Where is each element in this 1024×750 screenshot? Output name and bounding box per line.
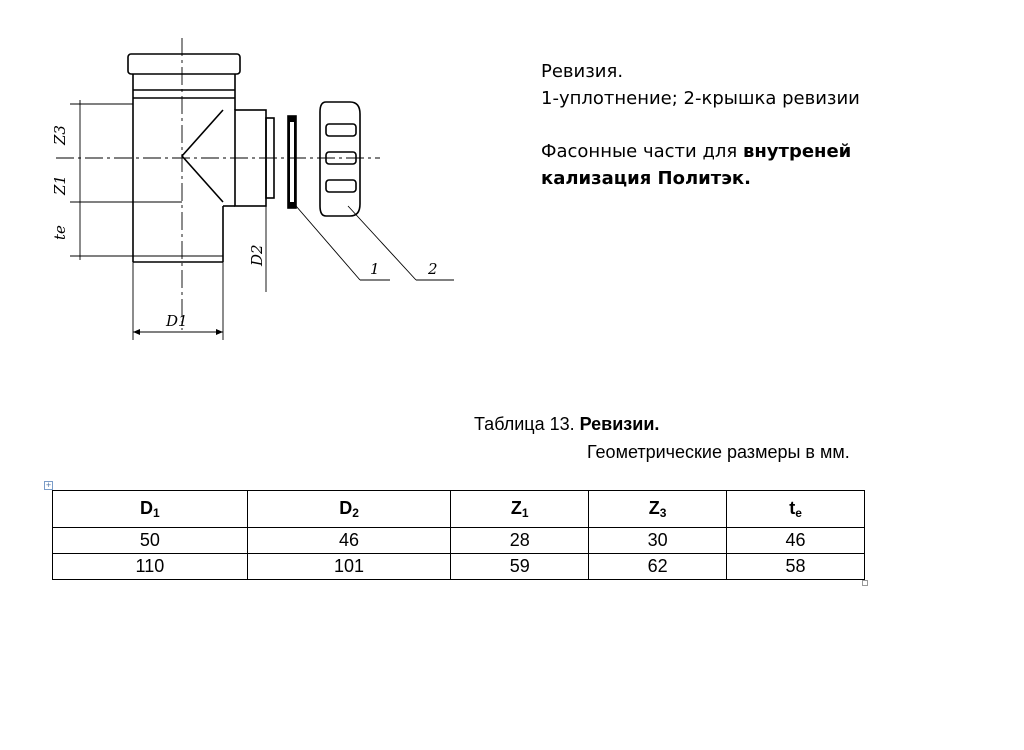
dim-label-z3: Z3 [51,125,69,146]
table-subcaption: Геометрические размеры в мм. [587,442,850,462]
table-cell: 30 [588,527,728,554]
note-bold-1: внутреней [742,141,852,162]
description-legend: 1-уплотнение; 2-крышка ревизии [541,88,860,109]
table-cell: 46 [726,527,865,554]
dimensions-table: D1 D2 Z1 Z3 te 50 46 28 30 46 110 101 59… [52,490,865,580]
socket-collar [127,53,241,75]
revision-cap [319,101,361,217]
table-header-row: D1 D2 Z1 Z3 te [52,490,865,528]
note-regular: Фасонные части для [541,141,743,162]
table-row: 110 101 59 62 58 [52,553,865,580]
table-cell: 46 [246,527,452,554]
table-cell: 110 [52,553,248,580]
dim-label-d1: D1 [165,312,188,330]
column-header-te: te [726,490,865,528]
column-header-d1: D1 [52,490,248,528]
table-caption-bold: Ревизии. [579,414,660,434]
callout-2: 2 [427,260,438,278]
table-resize-handle[interactable] [862,580,868,586]
table-cell: 50 [52,527,248,554]
table-cell: 28 [450,527,590,554]
table-cell: 62 [588,553,728,580]
branch-cone [180,109,224,203]
dim-label-te: te [51,225,69,240]
table-row: 50 46 28 30 46 [52,527,865,554]
revision-drawing: Z3 Z1 te D1 D2 1 2 [51,38,454,340]
column-header-z1: Z1 [450,490,590,528]
table-move-handle[interactable]: + [44,481,53,490]
table-cell: 59 [450,553,590,580]
description-title: Ревизия. [541,61,624,82]
column-header-d2: D2 [246,490,452,528]
note-bold-2: кализация Политэк. [541,168,751,189]
table-caption: Таблица 13. Ревизии. [474,414,659,435]
description-note-line-2: кализация Политэк. [541,165,860,192]
dim-label-z1: Z1 [51,175,69,196]
table-cell: 101 [246,553,452,580]
callout-1: 1 [370,260,380,278]
description-block: Ревизия. 1-уплотнение; 2-крышка ревизии … [541,58,860,192]
description-note-line-1: Фасонные части для внутреней [541,138,860,165]
table-caption-prefix: Таблица 13. [474,414,580,434]
table-cell: 58 [726,553,865,580]
column-header-z3: Z3 [588,490,728,528]
dim-label-d2: D2 [248,244,266,267]
